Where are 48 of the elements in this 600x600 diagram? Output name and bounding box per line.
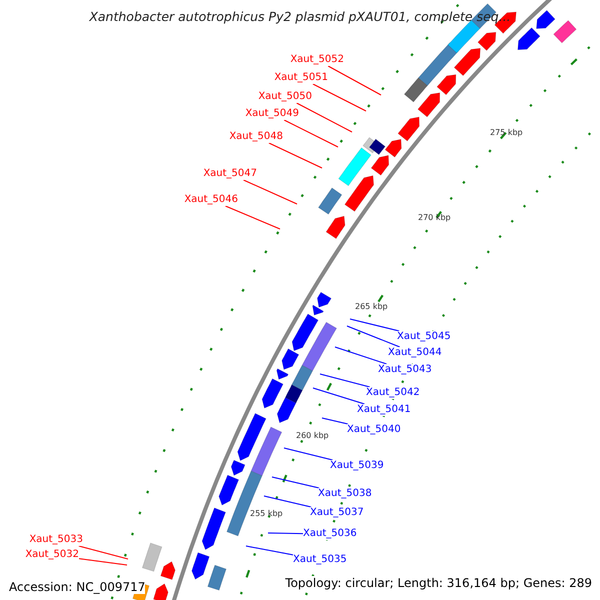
gene-label: Xaut_5046: [184, 194, 238, 206]
leader-line: [284, 120, 338, 148]
gene-label: Xaut_5035: [293, 554, 347, 566]
gene-label: Xaut_5040: [347, 424, 401, 436]
leader-line: [350, 318, 400, 332]
leader-line: [268, 532, 304, 534]
leader-line: [243, 180, 298, 204]
gene-label: Xaut_5047: [203, 168, 257, 180]
leader-line: [322, 418, 348, 424]
gene-label: Xaut_5039: [330, 460, 384, 472]
gene-label: Xaut_5051: [274, 72, 328, 84]
position-label: 275 kbp: [490, 128, 523, 137]
leader-line: [284, 448, 334, 460]
leader-line: [320, 374, 370, 388]
gene-label: Xaut_5049: [245, 108, 299, 120]
leader-line: [328, 66, 382, 96]
gene-label: Xaut_5050: [258, 91, 312, 103]
position-label: 260 kbp: [296, 431, 329, 440]
gene-label: Xaut_5048: [229, 131, 283, 143]
leader-line: [346, 326, 400, 348]
leader-line: [264, 496, 312, 508]
gene-label: Xaut_5043: [378, 364, 432, 376]
leader-line: [272, 476, 320, 488]
leader-line: [312, 84, 366, 112]
info-text: Accession: NC_009717: [9, 580, 146, 594]
info-text: Topology: circular; Length: 316,164 bp; Genes: 289: [285, 576, 592, 590]
position-label: 255 kbp: [250, 509, 283, 518]
gene-label: Xaut_5045: [397, 331, 451, 343]
gene-label: Xaut_5041: [357, 404, 411, 416]
leader-line: [268, 142, 322, 168]
position-label: 270 kbp: [418, 213, 451, 222]
leader-line: [312, 388, 365, 404]
leader-line: [224, 206, 280, 230]
gene-label: Xaut_5052: [290, 54, 344, 66]
leader-line: [334, 346, 388, 364]
gene-label: Xaut_5044: [388, 347, 442, 359]
gene-label: Xaut_5038: [318, 488, 372, 500]
gene-label: Xaut_5037: [310, 507, 364, 519]
leader-line: [78, 558, 128, 566]
map-title: Xanthobacter autotrophicus Py2 plasmid pXAUT01, complete seq...: [88, 9, 512, 24]
gene-label: Xaut_5042: [366, 387, 420, 399]
gene-label: Xaut_5036: [303, 528, 357, 540]
gene-label: Xaut_5032: [25, 549, 79, 561]
gene-label: Xaut_5033: [29, 534, 83, 546]
leader-line: [246, 546, 294, 556]
leader-line: [296, 102, 352, 132]
leader-line: [78, 546, 128, 560]
position-label: 265 kbp: [355, 302, 388, 311]
